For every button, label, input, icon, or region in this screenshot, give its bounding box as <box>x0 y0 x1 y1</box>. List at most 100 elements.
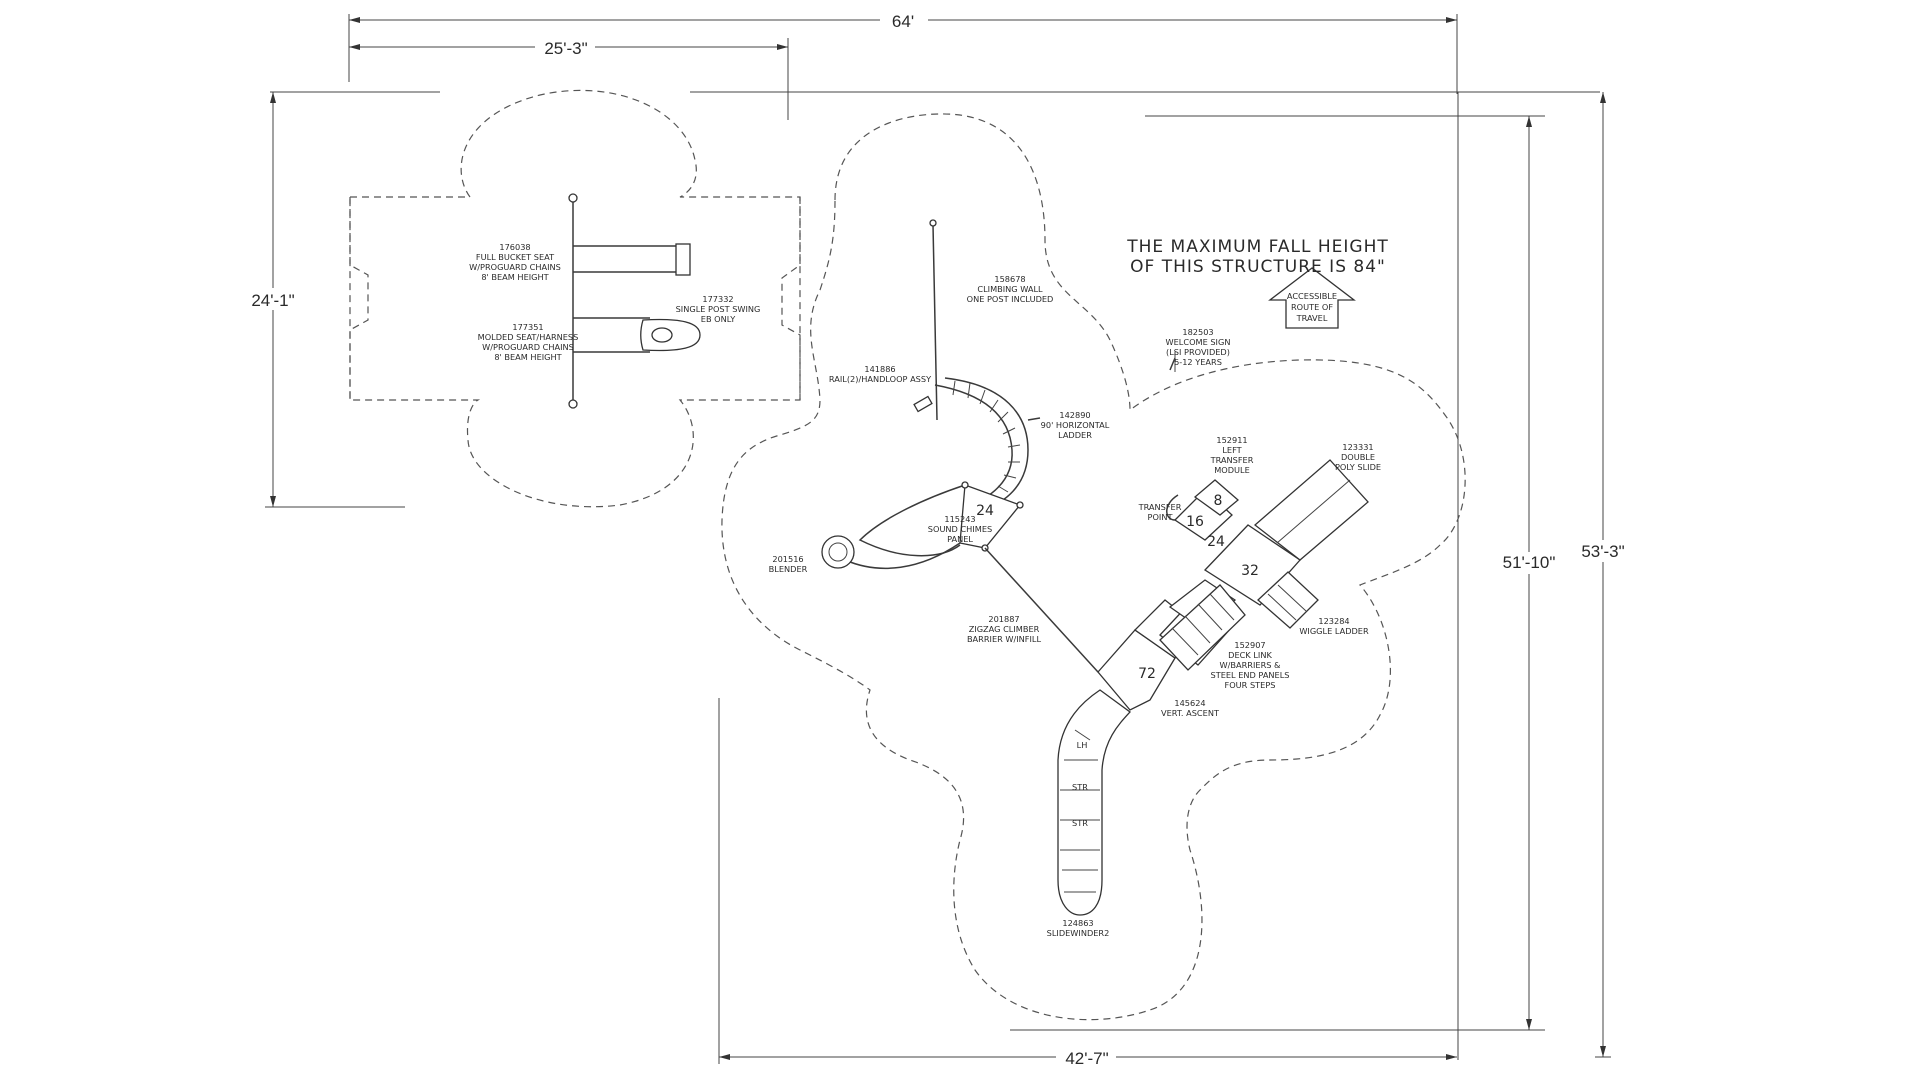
deck-height: 32 <box>1241 563 1259 579</box>
callout-line: 152907 <box>1234 640 1265 650</box>
callout-line: LEFT <box>1222 445 1242 455</box>
callout-line: 124863 <box>1062 918 1093 928</box>
callout-line: VERT. ASCENT <box>1161 708 1220 718</box>
deck-height: 8 <box>1214 493 1223 509</box>
callout-line: 8' BEAM HEIGHT <box>494 352 562 362</box>
callout-line: DOUBLE <box>1341 452 1375 462</box>
svg-text:OF THIS STRUCTURE IS 84": OF THIS STRUCTURE IS 84" <box>1130 257 1386 277</box>
callout-line: 142890 <box>1059 410 1090 420</box>
svg-text:STR: STR <box>1072 782 1088 792</box>
deck-height: 24 <box>976 503 994 519</box>
callout-line: CLIMBING WALL <box>977 284 1043 294</box>
main-use-zone <box>721 113 1466 1021</box>
callout-line: LADDER <box>1058 430 1092 440</box>
dim-bottom-width: 42'-7" <box>1065 1049 1108 1068</box>
callout-line: 182503 <box>1182 327 1213 337</box>
callout-line: TRANSFER <box>1138 502 1182 512</box>
deck-height: 72 <box>1138 666 1156 682</box>
callout-line: BLENDER <box>769 564 808 574</box>
deck-height: 24 <box>1207 534 1225 550</box>
deck-height: 16 <box>1186 514 1204 530</box>
slide-segments: LH STR STR <box>1072 740 1088 828</box>
dimension-lines <box>265 14 1611 1064</box>
callout-line: 115243 <box>944 514 975 524</box>
callout-line: WIGGLE LADDER <box>1299 626 1369 636</box>
callout-line: 90' HORIZONTAL <box>1041 420 1110 430</box>
svg-text:STR: STR <box>1072 818 1088 828</box>
deck-heights: 24 8 16 24 32 72 <box>976 493 1259 682</box>
dim-swing-depth: 24'-1" <box>251 291 294 310</box>
dim-swing-width: 25'-3" <box>544 39 587 58</box>
callout-line: 123331 <box>1342 442 1373 452</box>
dimension-labels: 64' 25'-3" 24'-1" 42'-7" 51'-10" 53'-3" <box>244 10 1634 1068</box>
callout-line: 152911 <box>1216 435 1247 445</box>
callout-line: 8' BEAM HEIGHT <box>481 272 549 282</box>
callout-line: W/PROGUARD CHAINS <box>469 262 561 272</box>
svg-text:TRAVEL: TRAVEL <box>1296 313 1328 323</box>
blender <box>821 535 855 569</box>
callout-line: FULL BUCKET SEAT <box>476 252 555 262</box>
callout-line: 123284 <box>1318 616 1349 626</box>
callout-line: WELCOME SIGN <box>1166 337 1231 347</box>
callout-line: MOLDED SEAT/HARNESS <box>478 332 579 342</box>
callout-line: STEEL END PANELS <box>1211 670 1290 680</box>
callout-line: SLIDEWINDER2 <box>1047 928 1110 938</box>
callout-line: 177332 <box>702 294 733 304</box>
accessible-route-label: ACCESSIBLE ROUTE OF TRAVEL <box>1287 291 1337 323</box>
callout-line: PANEL <box>947 534 973 544</box>
callout-line: 201516 <box>772 554 803 564</box>
slidewinder-slide <box>1057 689 1131 916</box>
callout-line: EB ONLY <box>701 314 736 324</box>
dim-inner-height: 51'-10" <box>1503 553 1556 572</box>
svg-text:LH: LH <box>1077 740 1088 750</box>
fall-height-note: THE MAXIMUM FALL HEIGHT OF THIS STRUCTUR… <box>1126 237 1389 277</box>
callout-line: W/BARRIERS & <box>1220 660 1282 670</box>
callout-line: SOUND CHIMES <box>928 524 992 534</box>
bucket-seat <box>675 243 691 276</box>
callout-line: 5-12 YEARS <box>1174 357 1222 367</box>
svg-text:ROUTE OF: ROUTE OF <box>1291 302 1333 312</box>
callout-line: (LSI PROVIDED) <box>1166 347 1230 357</box>
deck-area-left <box>821 481 1099 673</box>
single-post-swing <box>568 193 701 409</box>
dim-overall-width: 64' <box>892 12 914 31</box>
callout-line: BARRIER W/INFILL <box>967 634 1042 644</box>
callout-line: W/PROGUARD CHAINS <box>482 342 574 352</box>
callout-line: RAIL(2)/HANDLOOP ASSY <box>829 374 932 384</box>
callout-line: POLY SLIDE <box>1335 462 1381 472</box>
tower-decks <box>1097 352 1369 711</box>
callout-line: 176038 <box>499 242 530 252</box>
callout-line: 141886 <box>864 364 895 374</box>
climbing-wall <box>929 219 938 421</box>
callout-line: 201887 <box>988 614 1019 624</box>
callout-line: ZIGZAG CLIMBER <box>969 624 1040 634</box>
callout-line: MODULE <box>1214 465 1250 475</box>
callout-line: 177351 <box>512 322 543 332</box>
callout-line: POINT <box>1148 512 1174 522</box>
callout-line: ONE POST INCLUDED <box>967 294 1054 304</box>
callout-line: DECK LINK <box>1228 650 1272 660</box>
callout-line: TRANSFER <box>1210 455 1254 465</box>
callout-line: 145624 <box>1174 698 1205 708</box>
svg-text:THE MAXIMUM FALL HEIGHT: THE MAXIMUM FALL HEIGHT <box>1126 237 1389 257</box>
dim-outer-height: 53'-3" <box>1581 542 1624 561</box>
